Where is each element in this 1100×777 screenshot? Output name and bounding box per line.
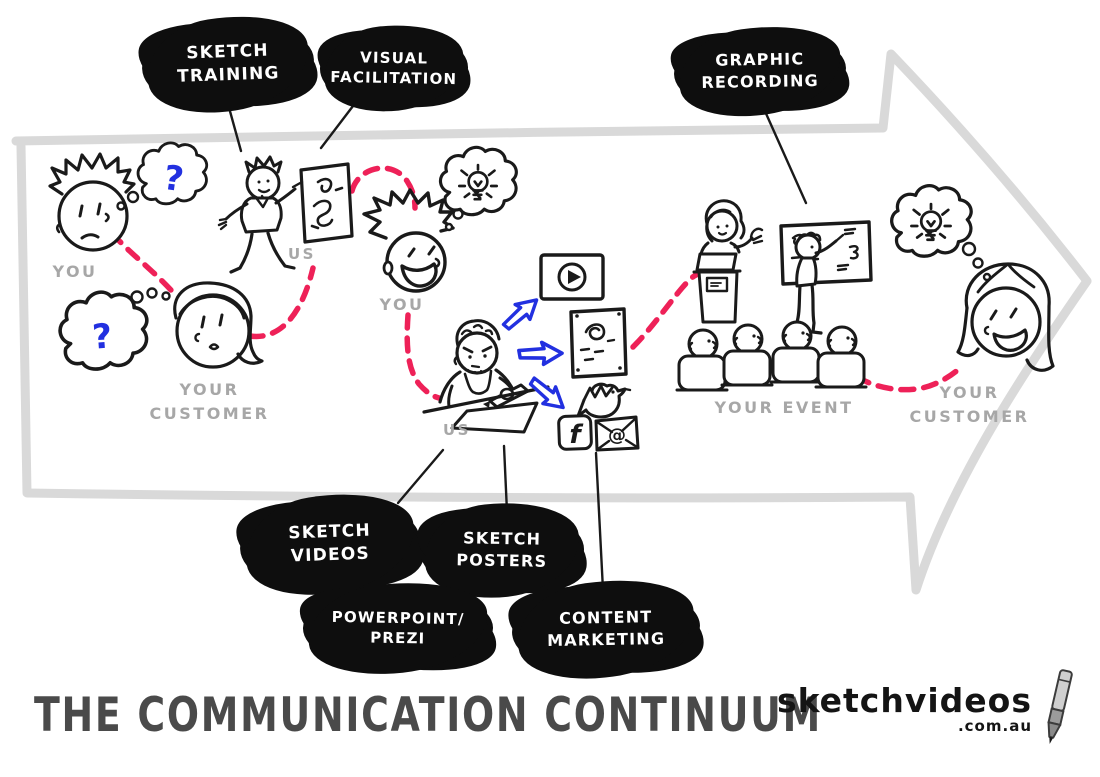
person-your-customer-happy [956,262,1055,372]
pen-icon [1047,669,1073,745]
sketch-poster-icon [569,307,628,379]
label-your-event: YOUR EVENT [714,398,854,417]
desk-edge [422,385,550,414]
thought-bubble-lightbulb-1 [438,145,518,232]
cloud-label: VISUAL FACILITATION [330,48,458,89]
continuum-arrow [11,49,1092,595]
paper-sheet [450,401,539,434]
cloud-graphic-recording: GRAPHIC RECORDING [673,28,847,114]
question-mark-2: ? [91,316,113,357]
facebook-glyph: f [569,420,584,450]
laptop-icon [695,252,738,272]
cloud-label: SKETCH TRAINING [176,40,280,87]
graphic-recorder-at-whiteboard [779,220,873,336]
thought-bubble-lightbulb-2 [890,183,992,282]
email-icon: @ [594,415,640,452]
thought-bubble-question-1: ? [116,141,209,211]
brand-logo: sketchvideos .com.au [776,681,1032,735]
label-your-customer-2: YOUR CUSTOMER [909,383,1030,426]
cloud-label: CONTENT MARKETING [546,607,666,651]
label-you-2: YOU [379,295,425,314]
easel-canvas [299,162,354,244]
cloud-label: GRAPHIC RECORDING [701,49,820,93]
cloud-label: POWERPOINT/ PREZI [331,607,465,648]
person-us-facilitator [217,155,354,274]
label-your-customer-1: YOUR CUSTOMER [149,380,270,423]
facebook-icon: f [557,414,593,451]
cloud-sketch-posters: SKETCH POSTERS [419,504,585,596]
email-at-glyph: @ [608,425,626,446]
play-icon [568,270,581,284]
cloud-content-marketing: CONTENT MARKETING [511,582,701,676]
audience [675,320,868,392]
person-your-customer-confused [173,281,264,369]
arrow-right-icon [516,339,565,368]
cloud-pointer-lines [226,102,808,592]
cloud-sketch-training: SKETCH TRAINING [140,17,316,111]
twitter-bird-icon [576,382,632,419]
cloud-label: SKETCH VIDEOS [287,520,372,567]
brand-name: sketchvideos [776,681,1032,720]
page-title: THE COMMUNICATION CONTINUUM [34,688,822,744]
video-player-icon [539,253,605,301]
arrow-up-icon [497,290,545,337]
label-us-1: US [288,245,316,263]
cloud-sketch-videos: SKETCH VIDEOS [238,494,422,594]
label-us-2: US [443,421,471,439]
event-scene [675,199,873,392]
cloud-powerpoint-prezi: POWERPOINT/ PREZI [302,584,494,672]
label-you-1: YOU [52,262,98,281]
brand-domain: .com.au [957,716,1032,735]
person-us-sketcher [422,319,550,434]
speaker-at-podium [692,199,764,324]
cloud-visual-facilitation: VISUAL FACILITATION [319,26,469,110]
thought-bubble-question-2: ? [58,287,171,371]
person-you-inspired [362,188,455,293]
cloud-label: SKETCH POSTERS [456,528,548,571]
person-you-confused [48,152,136,252]
